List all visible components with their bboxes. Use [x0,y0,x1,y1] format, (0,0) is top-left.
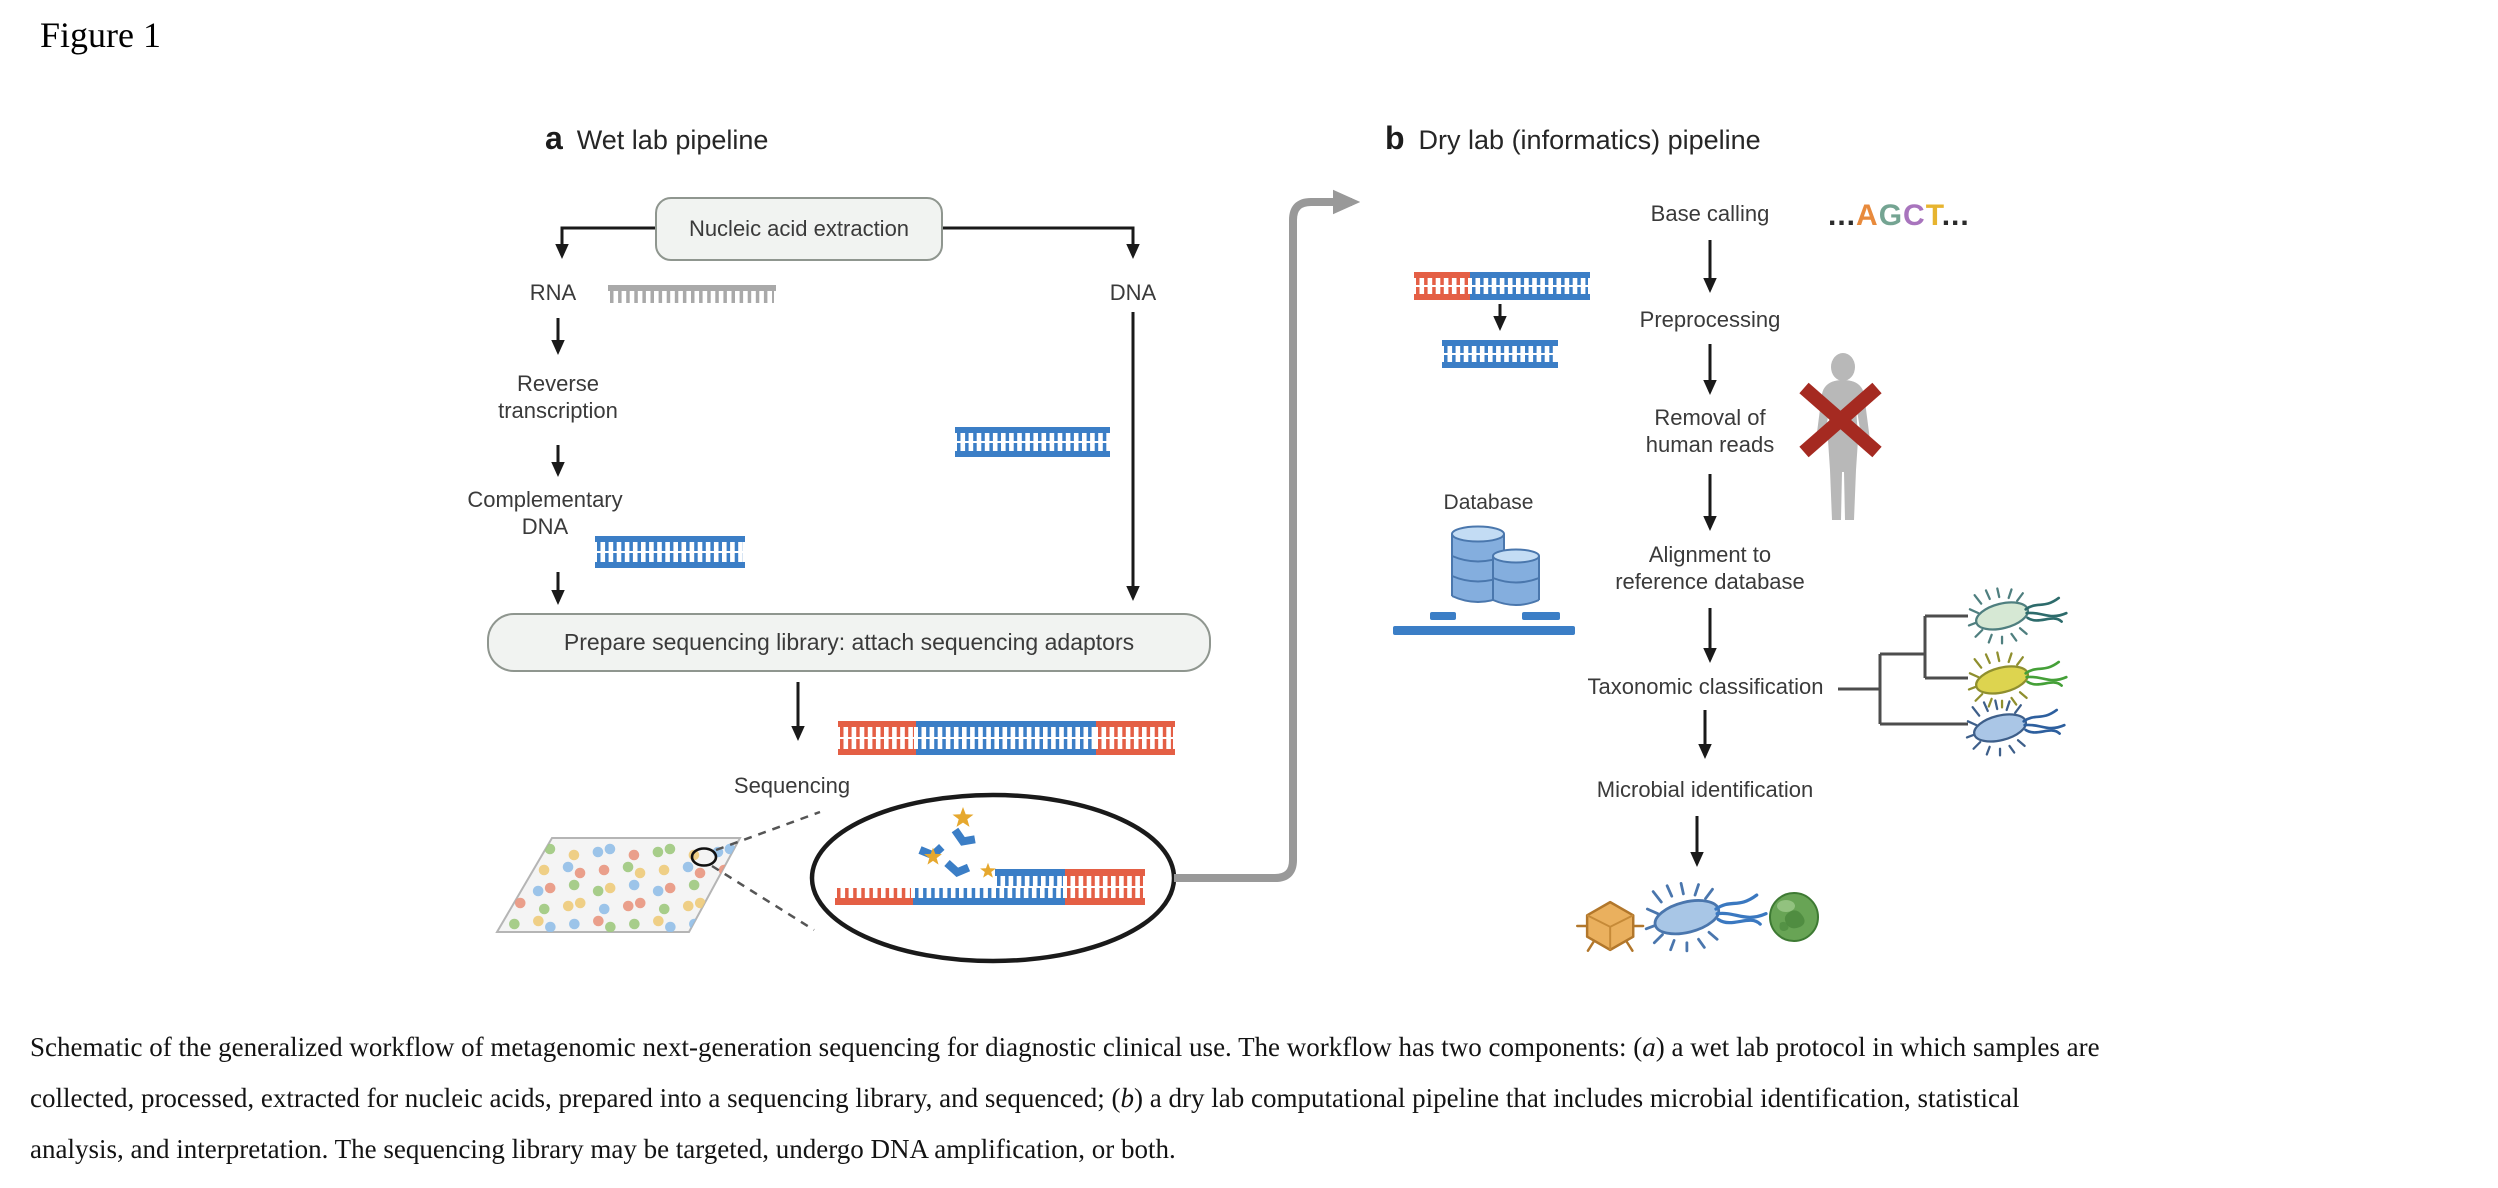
dry-lab-flow-arrows [1493,240,1717,867]
removal-of-human-reads-label: Removal of human reads [1645,405,1775,457]
caption-segment: ) a wet lab protocol in which samples ar… [1655,1032,2100,1062]
caption-segment: a [1642,1032,1656,1062]
figure-caption: Schematic of the generalized workflow of… [30,1022,2480,1175]
cdna-duplex-icon [595,536,745,568]
panel-a-title: Wet lab pipeline [576,125,769,155]
trimmed-duplex-icon [1442,340,1558,368]
reverse-transcription-label: Reverse transcription [498,371,618,423]
wet-lab-flow-arrows [551,312,1140,741]
caption-line: Schematic of the generalized workflow of… [30,1022,2480,1073]
rna-label: RNA [529,280,577,305]
magnifier-dashed-lines [711,810,821,932]
alignment-label: Alignment to reference database [1615,542,1805,594]
complementary-dna-label: Complementary DNA [467,487,623,539]
caption-line: analysis, and interpretation. The sequen… [30,1124,2480,1175]
taxonomic-classification-label: Taxonomic classification [1587,674,1824,699]
figure-title: Figure 1 [40,15,161,55]
caption-segment: ... [1941,199,1970,232]
microbial-identification-label: Microbial identification [1596,777,1814,802]
sequenced-top-strand-icon [995,869,1145,886]
sequencing-label: Sequencing [733,773,851,798]
caption-segment: ... [1828,199,1857,232]
rna-strand-icon [608,285,776,303]
read-duplex-icon [1414,272,1590,300]
adaptor-duplex-icon [838,721,1175,755]
database-icon [1451,525,1540,606]
virus-icon [1575,900,1645,952]
caption-segment: analysis, and interpretation. The sequen… [30,1134,1176,1164]
caption-segment: C [1903,199,1926,232]
prepare-library-box: Prepare sequencing library: attach seque… [487,613,1211,672]
base-calling-label: Base calling [1650,201,1770,226]
panel-a-header: a Wet lab pipeline [545,120,768,157]
database-label: Database [1443,491,1534,514]
caption-segment: G [1878,199,1904,232]
fluorescent-nucleotides-icon [918,807,996,878]
caption-segment: collected, processed, extracted for nucl… [30,1083,1121,1113]
panel-b-title: Dry lab (informatics) pipeline [1418,125,1761,155]
magnified-read-ellipse [809,792,1177,964]
phylogenetic-tree-icon [1838,614,1968,726]
wet-to-dry-arrow-icon [1174,189,1361,882]
sequenced-bottom-strand-icon [835,888,1145,905]
flow-cell-highlight-icon [690,847,718,867]
alignment-track-icon [1393,612,1575,635]
human-silhouette-icon [1815,353,1871,520]
bacterium-taxon-1-icon [1968,588,2067,644]
panel-b-header: b Dry lab (informatics) pipeline [1385,120,1761,157]
bacterium-taxon-2-icon [1968,652,2067,708]
caption-segment: A [1856,199,1879,232]
diagram-graphics [495,189,2067,964]
caption-segment: T [1925,199,1942,232]
sequence-readout: ...AGCT... [1828,199,1970,233]
extraction-branch-arrows [555,226,1140,259]
bacterium-taxon-3-icon [1966,700,2065,756]
bacterium-icon [1646,883,1767,951]
dna-label: DNA [1109,280,1157,305]
nucleic-acid-extraction-box: Nucleic acid extraction [655,197,943,261]
fungus-icon [1769,892,1819,942]
dna-duplex-icon [955,427,1110,457]
caption-line: collected, processed, extracted for nucl… [30,1073,2480,1124]
caption-segment: ) a dry lab computational pipeline that … [1134,1083,2020,1113]
panel-a-letter: a [545,120,563,156]
caption-segment: Schematic of the generalized workflow of… [30,1032,1643,1062]
panel-b-letter: b [1385,120,1405,156]
caption-segment: b [1120,1083,1135,1113]
preprocessing-label: Preprocessing [1639,307,1781,332]
red-x-icon [1799,382,1882,458]
flow-cell-icon [495,837,742,933]
